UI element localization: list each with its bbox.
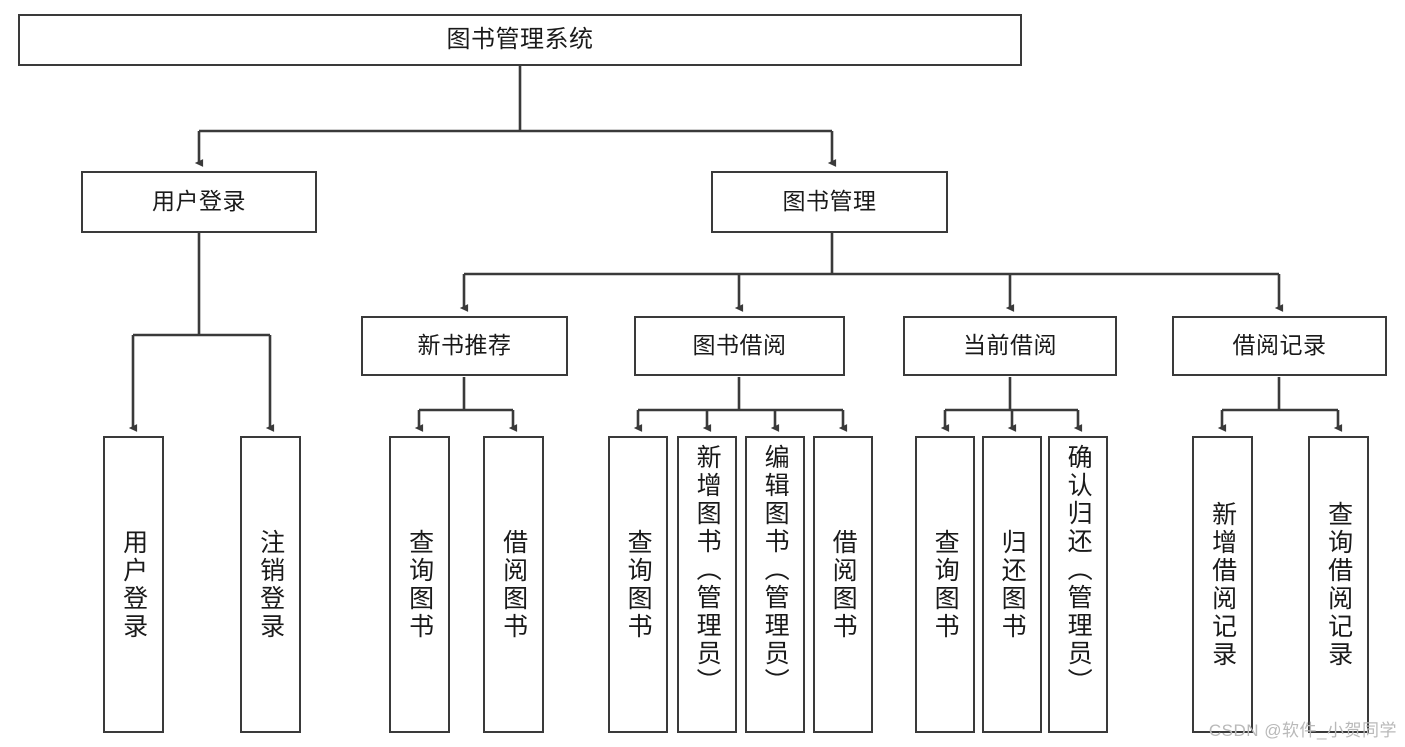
- leaf-add-book-admin[interactable]: 新增图书（管理员）: [677, 436, 737, 733]
- leaf-query-book-current[interactable]: 查询图书: [915, 436, 975, 733]
- node-label: 查询借阅记录: [1324, 500, 1353, 669]
- leaf-return-book[interactable]: 归还图书: [982, 436, 1042, 733]
- node-label: 借阅记录: [1232, 332, 1327, 359]
- node-book-borrow[interactable]: 图书借阅: [634, 316, 845, 376]
- node-label: 新增借阅记录: [1208, 500, 1237, 669]
- node-label: 图书管理: [782, 188, 877, 215]
- leaf-confirm-return-admin[interactable]: 确认归还（管理员）: [1048, 436, 1108, 733]
- node-label: 图书管理系统: [446, 25, 594, 53]
- node-label: 用户登录: [119, 528, 148, 641]
- node-borrow-records[interactable]: 借阅记录: [1172, 316, 1387, 376]
- node-label: 图书借阅: [692, 332, 787, 359]
- node-label: 查询图书: [931, 528, 960, 641]
- leaf-query-book-borrow[interactable]: 查询图书: [608, 436, 668, 733]
- node-label: 新增图书（管理员）: [693, 444, 722, 696]
- leaf-add-borrow-record[interactable]: 新增借阅记录: [1192, 436, 1253, 733]
- node-user-login[interactable]: 用户登录: [81, 171, 317, 233]
- leaf-edit-book-admin[interactable]: 编辑图书（管理员）: [745, 436, 805, 733]
- node-label: 确认归还（管理员）: [1064, 444, 1093, 696]
- node-label: 查询图书: [624, 528, 653, 641]
- node-label: 注销登录: [256, 528, 285, 641]
- node-label: 编辑图书（管理员）: [761, 444, 790, 696]
- node-label: 借阅图书: [499, 528, 528, 641]
- node-book-management[interactable]: 图书管理: [711, 171, 948, 233]
- node-root-book-management-system[interactable]: 图书管理系统: [18, 14, 1022, 66]
- node-label: 归还图书: [998, 528, 1027, 641]
- node-label: 新书推荐: [417, 332, 512, 359]
- leaf-query-book-recommend[interactable]: 查询图书: [389, 436, 450, 733]
- node-new-book-recommendation[interactable]: 新书推荐: [361, 316, 568, 376]
- node-current-borrow[interactable]: 当前借阅: [903, 316, 1117, 376]
- node-label: 借阅图书: [829, 528, 858, 641]
- leaf-user-login[interactable]: 用户登录: [103, 436, 164, 733]
- node-label: 用户登录: [152, 188, 246, 215]
- leaf-query-borrow-record[interactable]: 查询借阅记录: [1308, 436, 1369, 733]
- leaf-borrow-book-recommend[interactable]: 借阅图书: [483, 436, 544, 733]
- leaf-logout[interactable]: 注销登录: [240, 436, 301, 733]
- leaf-borrow-book[interactable]: 借阅图书: [813, 436, 873, 733]
- node-label: 查询图书: [405, 528, 434, 641]
- node-label: 当前借阅: [963, 332, 1057, 359]
